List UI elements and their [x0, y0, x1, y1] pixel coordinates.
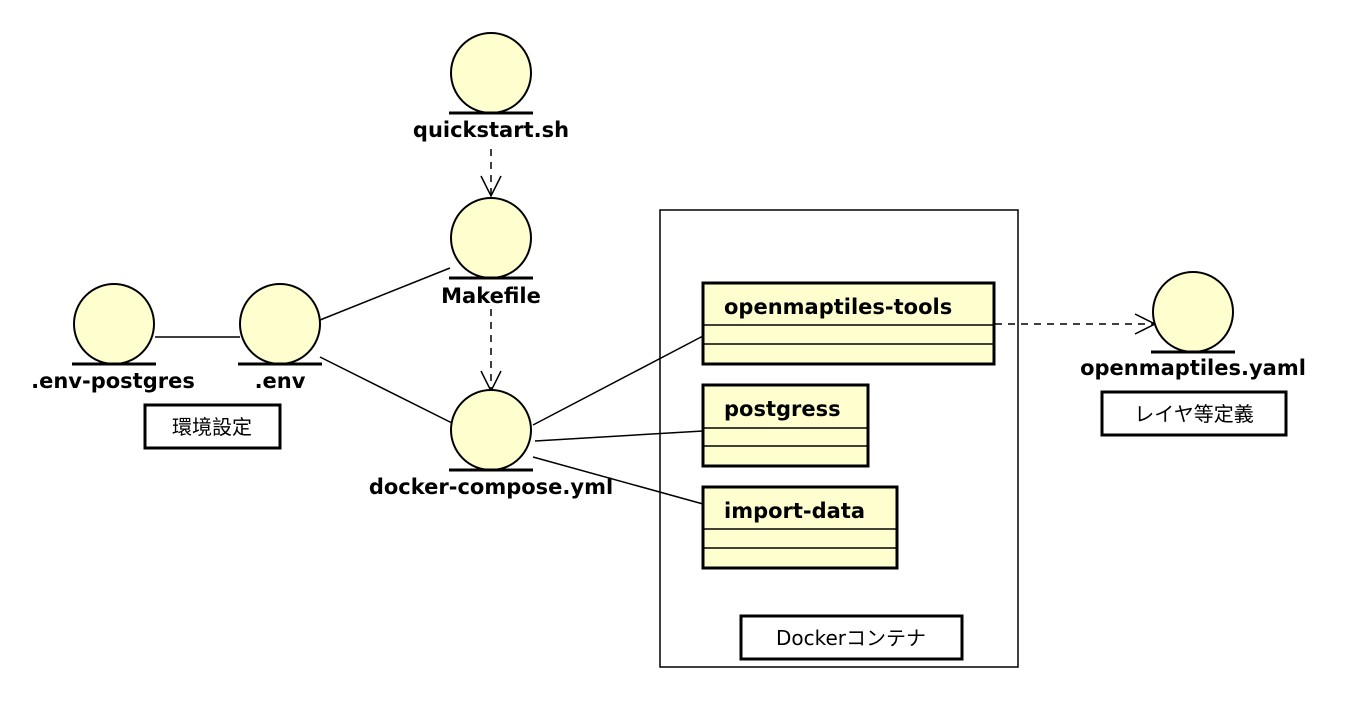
entity-quickstart[interactable]: quickstart.sh [413, 32, 569, 142]
link-env-to-makefile [319, 267, 451, 321]
entity-env-label: .env [255, 369, 306, 393]
container-openmaptiles-tools-box [701, 281, 996, 366]
note-docker-container-label: Dockerコンテナ [776, 626, 926, 650]
note-layer-definition: レイヤ等定義 [1100, 390, 1288, 437]
entity-env-postgres-label: .env-postgres [31, 369, 195, 393]
container-import-data-box [701, 485, 899, 570]
entity-env-circle [239, 283, 321, 365]
entity-env-postgres-circle [73, 283, 155, 365]
container-openmaptiles-tools[interactable]: openmaptiles-tools [701, 281, 996, 366]
link-compose-to-postgress [534, 430, 704, 442]
entity-docker-compose-circle [450, 389, 532, 471]
entity-docker-compose[interactable]: docker-compose.yml [369, 389, 613, 499]
entity-openmaptiles-yaml-circle [1152, 271, 1234, 353]
entity-docker-compose-label: docker-compose.yml [369, 475, 613, 499]
container-import-data-label: import-data [724, 499, 865, 523]
note-env-settings-box [143, 403, 282, 450]
connectors [155, 149, 1157, 505]
entity-quickstart-label: quickstart.sh [413, 118, 569, 142]
note-env-settings: 環境設定 [143, 403, 282, 450]
note-layer-definition-label: レイヤ等定義 [1134, 402, 1253, 426]
container-postgress-label: postgress [724, 397, 841, 421]
note-layer-definition-box [1100, 390, 1288, 437]
entity-env-postgres[interactable]: .env-postgres [31, 283, 195, 393]
link-compose-to-import-data [532, 456, 704, 505]
container-openmaptiles-tools-label: openmaptiles-tools [724, 295, 952, 319]
link-env-to-docker-compose [319, 356, 453, 424]
entity-quickstart-circle [450, 32, 532, 114]
container-postgress-box [701, 383, 870, 468]
entity-makefile[interactable]: Makefile [441, 197, 541, 308]
entity-makefile-label: Makefile [441, 284, 541, 308]
link-compose-to-tools [532, 335, 704, 426]
note-env-settings-label: 環境設定 [172, 415, 252, 439]
entity-openmaptiles-yaml-label: openmaptiles.yaml [1080, 356, 1306, 380]
note-docker-container-box [739, 614, 964, 661]
container-postgress[interactable]: postgress [701, 383, 870, 468]
entity-env[interactable]: .env [238, 283, 322, 393]
container-import-data[interactable]: import-data [701, 485, 899, 570]
entity-makefile-circle [450, 197, 532, 279]
note-docker-container: Dockerコンテナ [739, 614, 964, 661]
entity-openmaptiles-yaml[interactable]: openmaptiles.yaml [1080, 271, 1306, 380]
